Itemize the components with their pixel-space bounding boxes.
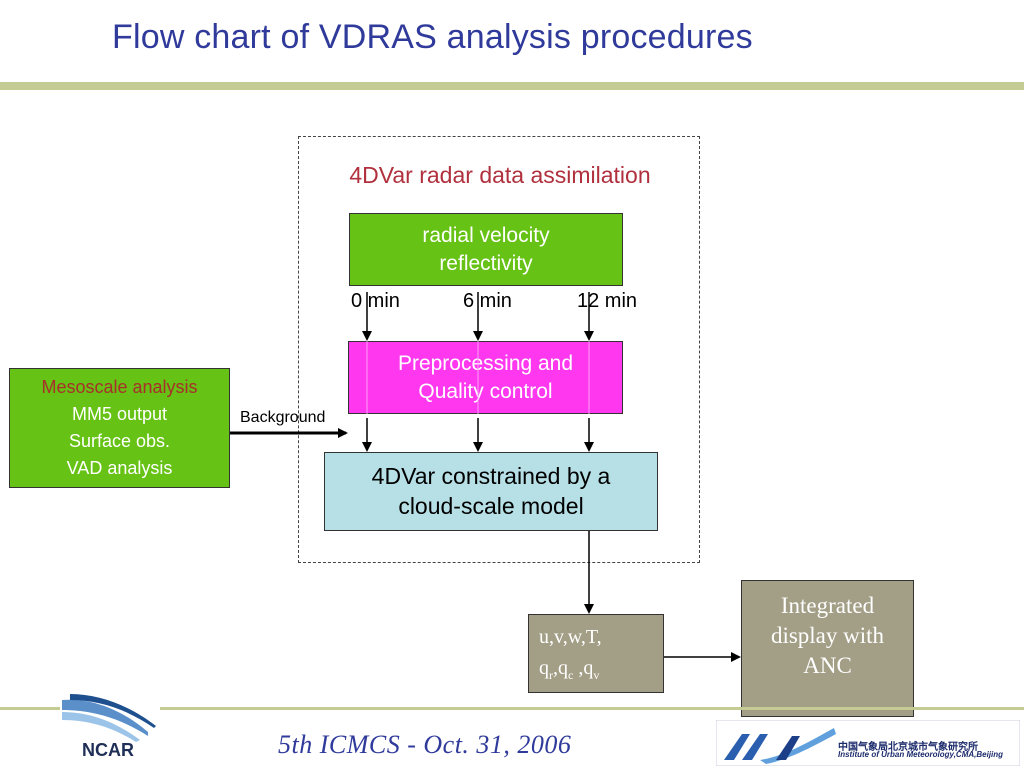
- ncar-logo-icon: [60, 692, 160, 768]
- assimilation-group-title: 4DVar radar data assimilation: [349, 162, 651, 188]
- fourdvar-line: cloud-scale model: [398, 492, 584, 519]
- iue-chinese-name: 中国气象局北京城市气象研究所: [838, 742, 978, 753]
- sep-1: ,q: [553, 657, 568, 680]
- mesoscale-line: Mesoscale analysis: [41, 377, 198, 397]
- iue-logo-icon: [716, 720, 1020, 766]
- footer-conference: 5th ICMCS - Oct. 31, 2006: [278, 730, 572, 759]
- preprocessing-box: Preprocessing and Quality control: [348, 341, 623, 414]
- time-label-12: 12 min: [577, 290, 638, 312]
- ncar-wordmark: NCAR: [82, 740, 134, 760]
- time-label-0: 0 min: [351, 290, 400, 312]
- fourdvar-line: 4DVar constrained by a: [371, 462, 611, 489]
- background-label: Background: [240, 409, 326, 426]
- time-label-6: 6 min: [463, 290, 512, 312]
- display-line: Integrated: [780, 593, 875, 618]
- sub-r: r: [549, 668, 553, 683]
- display-line: display with: [770, 622, 885, 648]
- assimilation-group-border: [298, 136, 700, 563]
- mesoscale-line: Surface obs.: [68, 431, 171, 451]
- iue-english-name: Institute of Urban Meteorology,CMA,Beiji…: [838, 750, 1004, 759]
- output-line-2: qr,qc ,qv: [539, 653, 599, 685]
- header-rule: [0, 82, 1024, 90]
- slide-title: Flow chart of VDRAS analysis procedures: [112, 18, 753, 56]
- radar-input-line: reflectivity: [439, 251, 533, 275]
- preprocessing-line: Preprocessing and: [397, 352, 574, 376]
- output-line-1: u,v,w,T,: [539, 626, 602, 649]
- mesoscale-analysis-box: Mesoscale analysis MM5 output Surface ob…: [9, 368, 230, 488]
- preprocessing-line: Quality control: [418, 379, 553, 403]
- sep-2: ,q: [573, 657, 594, 680]
- footer-rule: [0, 707, 1024, 710]
- sub-c: c: [568, 668, 574, 683]
- radar-input-line: radial velocity: [422, 224, 550, 248]
- sub-v: v: [593, 668, 600, 683]
- fourdvar-box: 4DVar constrained by a cloud-scale model: [324, 452, 658, 531]
- mesoscale-line: MM5 output: [71, 404, 168, 424]
- output-variables-box: u,v,w,T, qr,qc ,qv: [528, 614, 664, 693]
- radar-input-box: radial velocity reflectivity: [349, 213, 623, 286]
- integrated-display-box: Integrated display with ANC: [741, 580, 914, 717]
- display-line: ANC: [803, 652, 852, 678]
- q-text: q: [539, 657, 549, 680]
- mesoscale-line: VAD analysis: [66, 458, 173, 478]
